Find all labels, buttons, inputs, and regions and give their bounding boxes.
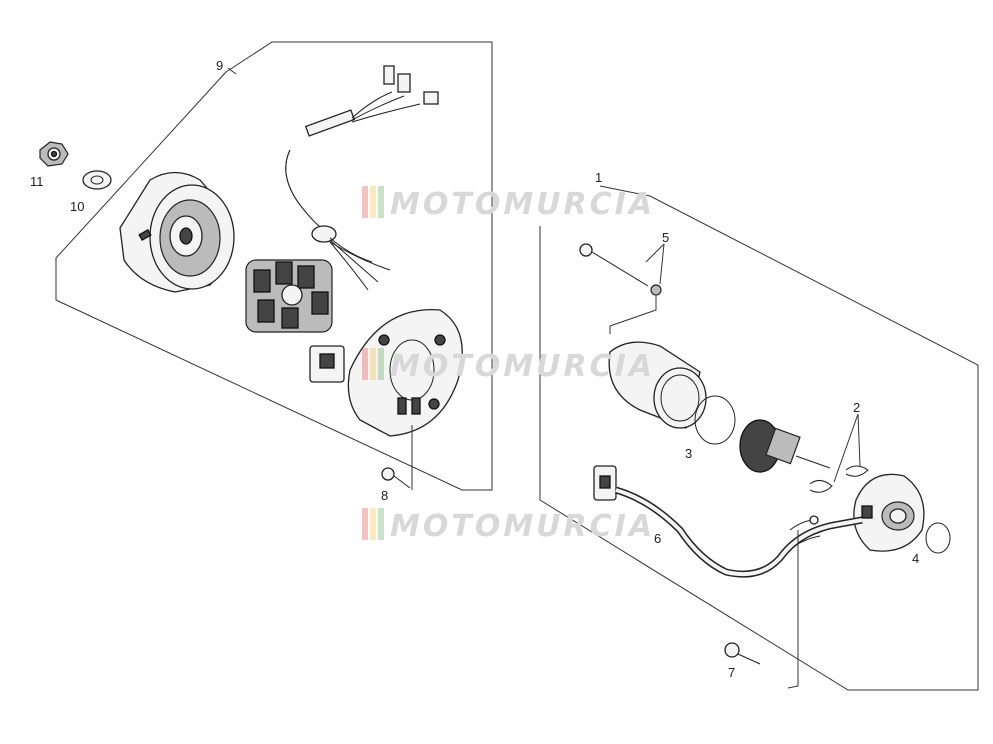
callout-7: 7 (728, 665, 735, 680)
watermark-text: MOTOMURCIA (390, 187, 655, 222)
leader-9 (227, 67, 237, 75)
callout-1: 1 (595, 170, 602, 185)
end-cover-part (853, 473, 925, 552)
callout-10: 10 (70, 199, 84, 214)
nut-part (39, 141, 69, 167)
through-bolt-part (579, 243, 662, 296)
callout-9: 9 (216, 58, 223, 73)
brush-clip-part (809, 465, 869, 493)
flywheel-part (119, 171, 235, 293)
leader-5a (645, 243, 665, 263)
callout-8: 8 (381, 488, 388, 503)
motor-housing-part (608, 341, 707, 429)
group-9-outline (55, 41, 493, 491)
group-1-outline (539, 185, 979, 691)
o-ring-part (694, 395, 736, 445)
watermark-text: MOTOMURCIA (390, 349, 655, 384)
screw-8-part (381, 467, 411, 489)
stator-plate-part (347, 309, 463, 437)
leader-cable (787, 530, 799, 689)
pickup-coil-part (309, 345, 345, 383)
callout-4: 4 (912, 551, 919, 566)
callout-5: 5 (662, 230, 669, 245)
callout-11: 11 (30, 174, 44, 189)
washer-part (82, 170, 112, 190)
wire-harness-part (285, 65, 439, 291)
watermark-top: MOTOMURCIA (362, 186, 655, 222)
callout-6: 6 (654, 531, 661, 546)
callout-3: 3 (685, 446, 692, 461)
cable-part (593, 465, 863, 578)
watermark-text: MOTOMURCIA (390, 509, 655, 544)
watermark-middle: MOTOMURCIA (362, 348, 655, 384)
seal-ring-part (925, 522, 951, 554)
leader-bolt (609, 296, 657, 334)
leader-5b (659, 243, 665, 285)
stator-part (245, 259, 333, 333)
armature-part (739, 419, 831, 473)
watermark-bottom: MOTOMURCIA (362, 508, 655, 544)
leader-2a (833, 413, 859, 483)
callout-2: 2 (853, 400, 860, 415)
leader-2b (857, 413, 861, 467)
screw-7-part (724, 642, 761, 665)
